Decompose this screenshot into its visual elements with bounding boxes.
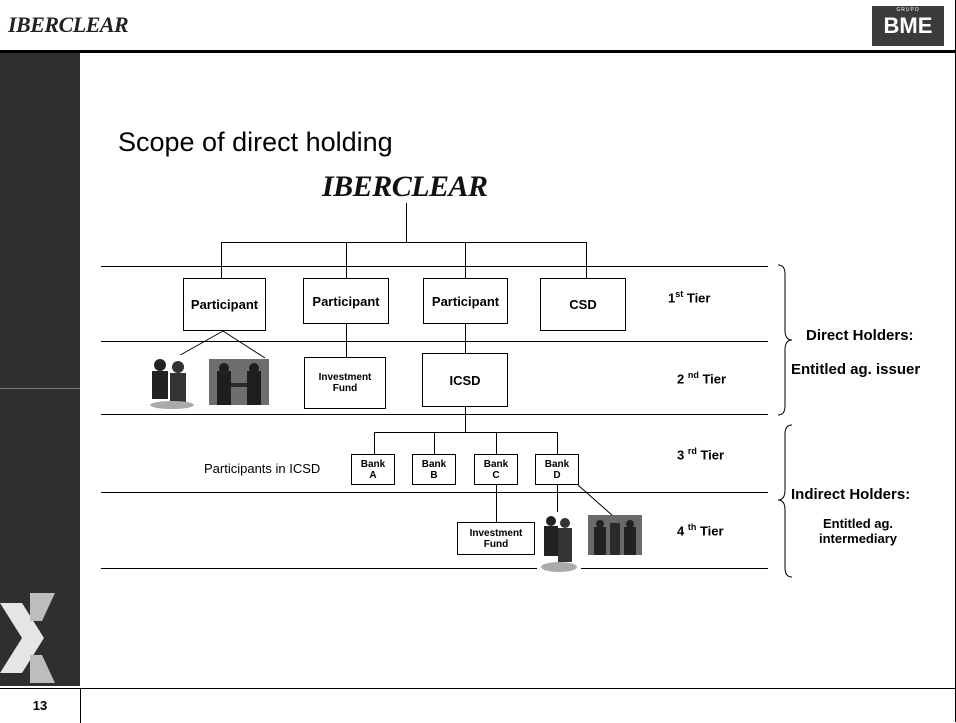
connector-banks-bus — [374, 432, 557, 433]
connector-p1 — [221, 242, 222, 279]
tier-separator-top — [101, 266, 768, 267]
slide-title: Scope of direct holding — [118, 127, 393, 157]
connector-icsd-down — [465, 407, 466, 432]
connector-bank-c — [496, 432, 497, 454]
indirect-entitled-label: Entitled ag. intermediary — [818, 516, 898, 546]
direct-holders-label: Direct Holders: — [806, 327, 914, 344]
footer-divider — [80, 688, 956, 689]
sidebar-divider — [0, 388, 80, 389]
connector-bank-d — [557, 432, 558, 454]
slide-header — [0, 0, 956, 53]
connector-p3-to-icsd — [465, 324, 466, 354]
page-number-cell — [0, 688, 81, 723]
direct-entitled-label: Entitled ag. issuer — [791, 361, 921, 378]
tier-4-label: 4 th Tier — [677, 522, 724, 539]
connector-bank-a — [374, 432, 375, 454]
connector-bank-d-to-photo — [577, 484, 614, 517]
participant-box-1: Participant — [183, 278, 266, 331]
connector-p2 — [346, 242, 347, 279]
connector-bank-b — [434, 432, 435, 454]
csd-box: CSD — [540, 278, 626, 331]
indirect-holders-brace — [777, 424, 793, 578]
iberclear-header-logo: IBERCLEAR — [8, 12, 129, 37]
participant-box-3: Participant — [423, 278, 508, 324]
connector-p2-to-fund — [346, 324, 347, 358]
tier-3-label: 3 rd Tier — [677, 446, 725, 463]
bme-logo-text: BME — [883, 13, 933, 38]
indirect-holders-label: Indirect Holders: — [791, 486, 911, 503]
tier-separator-bottom — [101, 568, 768, 569]
handshake-photo-icon — [209, 359, 269, 405]
bme-grupo-label: GRUPO — [896, 7, 920, 13]
participants-in-icsd-label: Participants in ICSD — [204, 461, 321, 476]
participant-box-2: Participant — [303, 278, 389, 324]
business-people-icon-2 — [537, 512, 581, 574]
tier-separator-2-3 — [101, 414, 768, 415]
tier-separator-3-4 — [101, 492, 768, 493]
connector-bank-c-to-fund — [496, 485, 497, 522]
connector-csd — [586, 242, 587, 279]
left-sidebar — [0, 53, 80, 686]
meeting-photo-icon — [588, 515, 642, 555]
bme-x-icon — [0, 593, 55, 683]
connector-p1-to-holders — [174, 330, 266, 359]
connector-tier1-bus — [221, 242, 587, 243]
icsd-box: ICSD — [422, 353, 508, 407]
connector-bank-d-to-people — [557, 485, 558, 515]
connector-root — [406, 203, 407, 242]
tier-separator-1-2 — [101, 341, 768, 342]
page-number: 13 — [32, 698, 48, 713]
direct-holders-brace — [777, 264, 793, 416]
tier-1-label: 1st Tier — [668, 289, 711, 306]
tier-2-label: 2 nd Tier — [677, 370, 727, 387]
bme-logo: GRUPO BME — [872, 6, 944, 46]
connector-p3 — [465, 242, 466, 279]
business-people-icon — [142, 355, 197, 410]
iberclear-center-logo: IBERCLEAR — [322, 170, 488, 203]
